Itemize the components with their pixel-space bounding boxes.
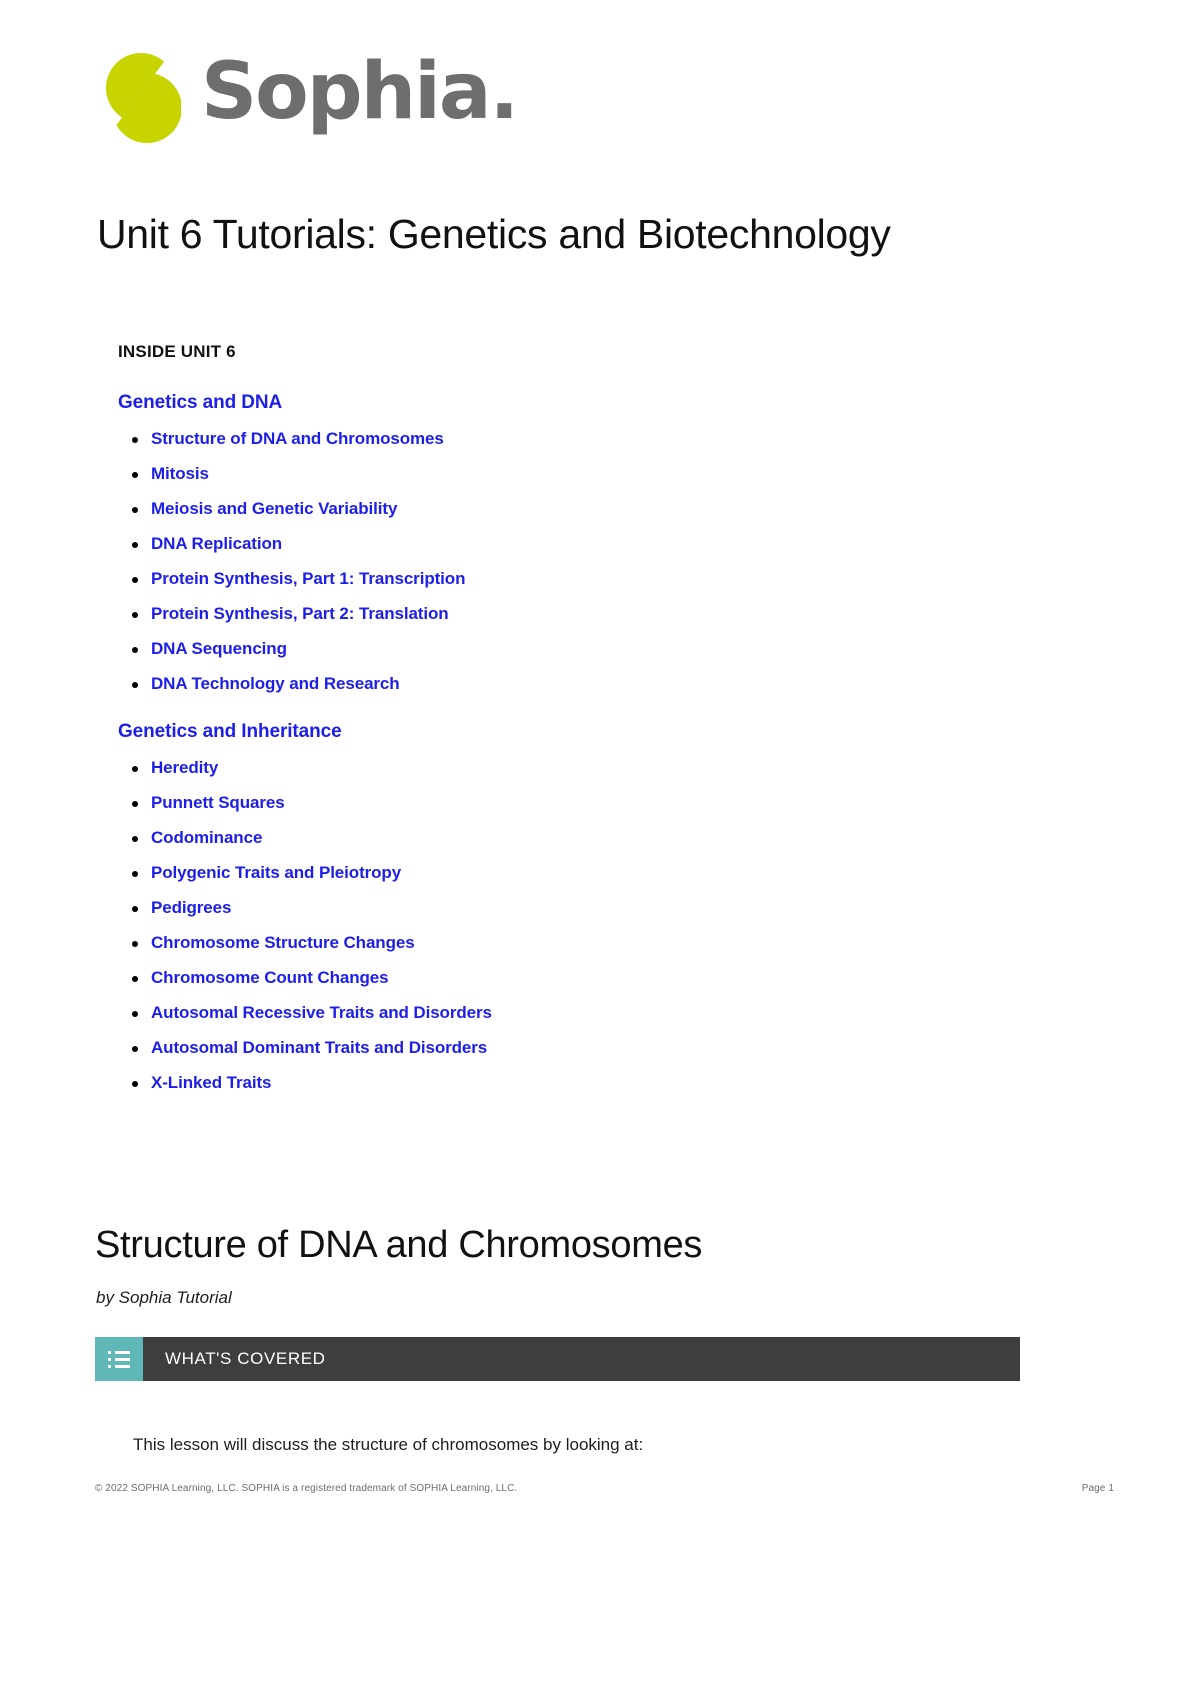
lesson-title: Structure of DNA and Chromosomes [95, 1223, 703, 1266]
toc-link[interactable]: Codominance [151, 828, 263, 847]
page-footer: © 2022 SOPHIA Learning, LLC. SOPHIA is a… [95, 1483, 1114, 1494]
list-item[interactable]: Autosomal Recessive Traits and Disorders [132, 1003, 918, 1022]
whats-covered-banner: WHAT'S COVERED [95, 1337, 1020, 1381]
list-item[interactable]: DNA Replication [132, 534, 918, 553]
toc-link[interactable]: Meiosis and Genetic Variability [151, 499, 398, 518]
list-item[interactable]: DNA Technology and Research [132, 674, 918, 693]
list-item[interactable]: Punnett Squares [132, 793, 918, 812]
toc-link[interactable]: Autosomal Recessive Traits and Disorders [151, 1003, 492, 1022]
sophia-split-circle-logo [97, 36, 182, 154]
list-item[interactable]: Autosomal Dominant Traits and Disorders [132, 1038, 918, 1057]
toc-link[interactable]: Protein Synthesis, Part 1: Transcription [151, 569, 466, 588]
toc-link[interactable]: DNA Sequencing [151, 639, 287, 658]
toc-link[interactable]: Punnett Squares [151, 793, 285, 812]
list-item[interactable]: DNA Sequencing [132, 639, 918, 658]
toc-link[interactable]: X-Linked Traits [151, 1073, 272, 1092]
sophia-wordmark: Sophia. [201, 47, 519, 137]
toc-link[interactable]: Autosomal Dominant Traits and Disorders [151, 1038, 488, 1057]
lesson-intro-paragraph: This lesson will discuss the structure o… [133, 1435, 644, 1454]
list-icon-container [95, 1337, 143, 1381]
toc-list-genetics-and-dna: Structure of DNA and Chromosomes Mitosis… [118, 430, 918, 692]
toc-link[interactable]: Polygenic Traits and Pleiotropy [151, 863, 402, 882]
toc-section-link-genetics-and-inheritance[interactable]: Genetics and Inheritance [118, 721, 342, 742]
whats-covered-bar: WHAT'S COVERED [143, 1337, 1020, 1381]
toc-link[interactable]: DNA Technology and Research [151, 674, 400, 693]
footer-copyright: © 2022 SOPHIA Learning, LLC. SOPHIA is a… [95, 1483, 518, 1494]
list-item[interactable]: Heredity [132, 758, 918, 777]
list-item[interactable]: Mitosis [132, 464, 918, 483]
toc-section-genetics-and-inheritance: Genetics and Inheritance Heredity Punnet… [118, 721, 918, 1091]
list-item[interactable]: Structure of DNA and Chromosomes [132, 429, 918, 448]
toc-section-link-genetics-and-dna[interactable]: Genetics and DNA [118, 392, 283, 413]
list-item[interactable]: Chromosome Structure Changes [132, 933, 918, 952]
whats-covered-label: WHAT'S COVERED [165, 1349, 326, 1368]
toc-list-genetics-and-inheritance: Heredity Punnett Squares Codominance Pol… [118, 759, 918, 1091]
footer-page-number: Page 1 [1081, 1483, 1114, 1494]
list-item[interactable]: Codominance [132, 828, 918, 847]
list-item[interactable]: Protein Synthesis, Part 1: Transcription [132, 569, 918, 588]
list-item[interactable]: Polygenic Traits and Pleiotropy [132, 863, 918, 882]
toc-link[interactable]: Protein Synthesis, Part 2: Translation [151, 604, 449, 623]
inside-unit-label: INSIDE UNIT 6 [118, 342, 236, 361]
toc-section-genetics-and-dna: Genetics and DNA Structure of DNA and Ch… [118, 392, 918, 692]
toc-link[interactable]: Pedigrees [151, 898, 232, 917]
toc-link[interactable]: Structure of DNA and Chromosomes [151, 429, 444, 448]
list-item[interactable]: Meiosis and Genetic Variability [132, 499, 918, 518]
list-item[interactable]: Protein Synthesis, Part 2: Translation [132, 604, 918, 623]
list-item[interactable]: Pedigrees [132, 898, 918, 917]
sophia-logo: Sophia. [97, 36, 519, 154]
table-of-contents: Genetics and DNA Structure of DNA and Ch… [118, 392, 918, 1091]
list-item[interactable]: X-Linked Traits [132, 1073, 918, 1092]
toc-link[interactable]: Chromosome Structure Changes [151, 933, 415, 952]
toc-link[interactable]: Chromosome Count Changes [151, 968, 389, 987]
toc-link[interactable]: Mitosis [151, 464, 209, 483]
list-item[interactable]: Chromosome Count Changes [132, 968, 918, 987]
list-icon [108, 1350, 130, 1368]
page-title: Unit 6 Tutorials: Genetics and Biotechno… [97, 211, 891, 258]
toc-link[interactable]: DNA Replication [151, 534, 283, 553]
lesson-byline: by Sophia Tutorial [96, 1288, 232, 1307]
toc-link[interactable]: Heredity [151, 758, 219, 777]
